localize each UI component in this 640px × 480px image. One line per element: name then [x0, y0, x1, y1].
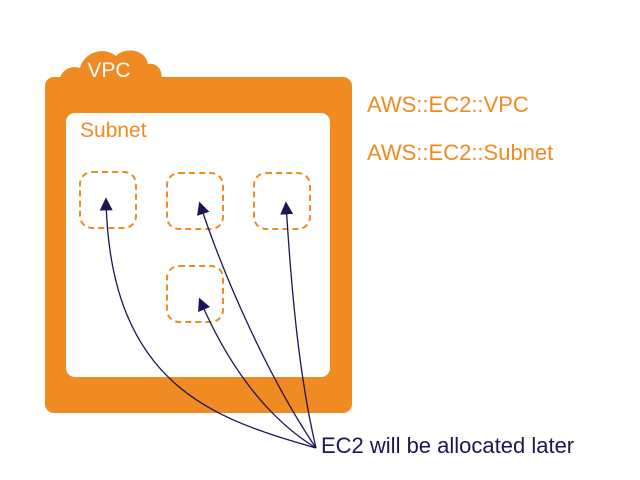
allocation-caption: EC2 will be allocated later	[321, 433, 575, 458]
arrow-slot-1	[99, 197, 317, 449]
vpc-type-label: AWS::EC2::VPC	[367, 92, 529, 117]
arrow-slot-4	[198, 297, 317, 449]
subnet-label: Subnet	[80, 119, 147, 142]
subnet-type-label: AWS::EC2::Subnet	[367, 140, 554, 165]
arrow-slot-2	[197, 201, 317, 449]
ec2-slot	[166, 172, 224, 230]
ec2-slot	[166, 265, 224, 323]
subnet-container	[66, 113, 330, 377]
arrow-slot-3	[280, 201, 317, 449]
vpc-label: VPC	[87, 59, 131, 82]
ec2-slot	[253, 172, 311, 230]
